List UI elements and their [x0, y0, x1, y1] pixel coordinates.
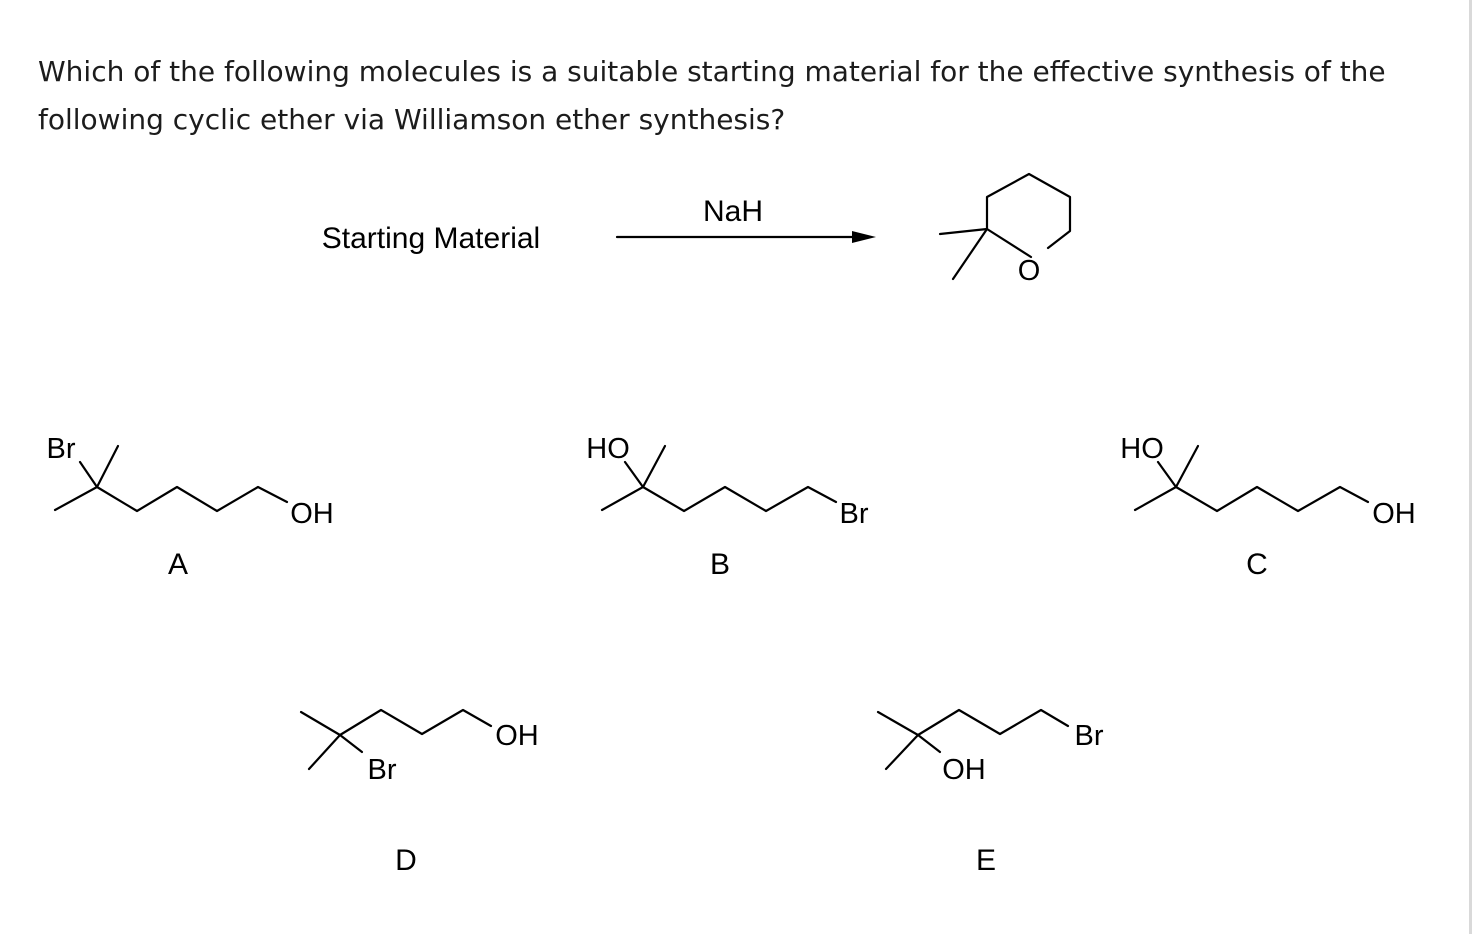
option-d-molecule[interactable]: Br OH D: [299, 708, 539, 877]
option-c-molecule[interactable]: HO OH C: [1120, 433, 1416, 581]
product-cyclic-ether: O: [938, 172, 1072, 287]
option-b-ho-group: HO: [586, 433, 630, 465]
starting-material-label: Starting Material: [322, 222, 540, 255]
option-e-oh-group: OH: [942, 754, 986, 786]
option-b-molecule[interactable]: HO Br B: [586, 433, 869, 581]
product-oxygen-atom: O: [1018, 255, 1041, 287]
reaction-arrow: [615, 231, 876, 243]
option-b-label: B: [710, 548, 730, 581]
reagent-label: NaH: [703, 195, 763, 228]
option-c-label: C: [1246, 548, 1268, 581]
option-a-label: A: [168, 548, 188, 581]
option-b-br-atom: Br: [840, 498, 869, 530]
page-edge-divider: [1469, 0, 1472, 934]
option-e-label: E: [976, 844, 996, 877]
option-d-br-atom: Br: [368, 754, 397, 786]
option-a-oh-group: OH: [290, 498, 334, 530]
option-d-label: D: [395, 844, 417, 877]
question-line-2: following cyclic ether via Williamson et…: [38, 103, 786, 136]
option-a-molecule[interactable]: Br OH A: [47, 433, 334, 581]
option-a-br-atom: Br: [47, 433, 76, 465]
question-text: Which of the following molecules is a su…: [38, 48, 1438, 144]
option-e-br-atom: Br: [1075, 720, 1104, 752]
question-line-1: Which of the following molecules is a su…: [38, 55, 1386, 88]
option-d-oh-group: OH: [495, 720, 539, 752]
option-e-molecule[interactable]: OH Br E: [876, 708, 1104, 877]
option-c-ho-group: HO: [1120, 433, 1164, 465]
option-c-oh-group: OH: [1372, 498, 1416, 530]
